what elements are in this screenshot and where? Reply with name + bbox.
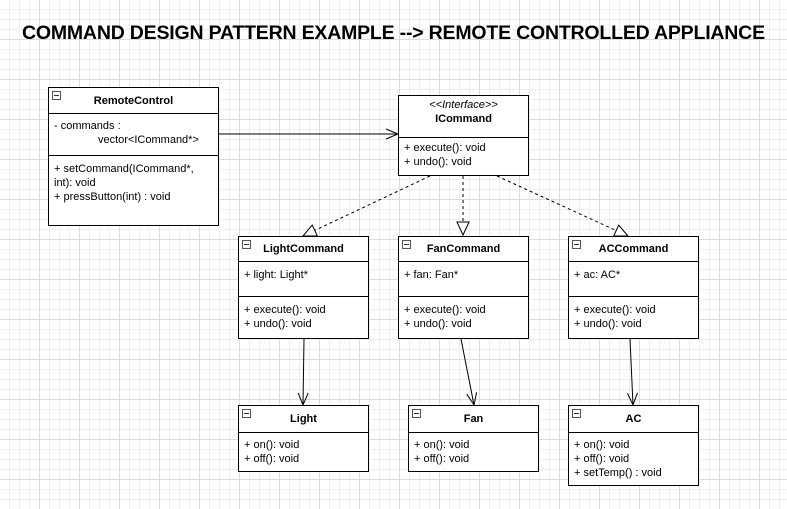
attributes-section: + light: Light* (239, 262, 368, 296)
class-icommand[interactable]: <<Interface>> ICommand + execute(): void… (398, 95, 529, 176)
association-light (303, 338, 304, 405)
class-header: ACCommand (569, 237, 698, 262)
methods-section: + execute(): void + undo(): void (239, 296, 368, 334)
class-remotecontrol[interactable]: RemoteControl - commands : vector<IComma… (48, 87, 219, 226)
method: + setTemp() : void (574, 467, 662, 479)
stereotype-label: <<Interface>> (429, 99, 498, 111)
association-fan (460, 338, 474, 405)
class-header: RemoteControl (49, 88, 218, 114)
methods-section: + execute(): void + undo(): void (399, 296, 528, 334)
method: + off(): void (244, 453, 300, 465)
collapse-icon[interactable] (242, 409, 251, 418)
method: + execute(): void (574, 304, 656, 316)
attribute: + ac: AC* (574, 269, 621, 281)
attributes-section: + ac: AC* (569, 262, 698, 296)
class-accommand[interactable]: ACCommand + ac: AC* + execute(): void + … (568, 236, 699, 339)
class-name: ICommand (435, 113, 492, 125)
method: + off(): void (414, 453, 470, 465)
method: + off(): void (574, 453, 630, 465)
method: + undo(): void (244, 318, 312, 330)
class-name: RemoteControl (93, 95, 174, 107)
class-header: AC (569, 406, 698, 433)
attribute: + fan: Fan* (404, 269, 459, 281)
class-header: Fan (409, 406, 538, 433)
class-ac[interactable]: AC + on(): void + off(): void + setTemp(… (568, 405, 699, 486)
collapse-icon[interactable] (572, 409, 581, 418)
method: + undo(): void (574, 318, 642, 330)
method: + setCommand(ICommand*, (54, 163, 194, 175)
methods-section: + execute(): void + undo(): void (399, 138, 528, 172)
attribute-type: vector<ICommand*> (98, 134, 199, 146)
class-name: LightCommand (263, 243, 344, 255)
method: + pressButton(int) : void (54, 191, 171, 203)
collapse-icon[interactable] (242, 240, 251, 249)
collapse-icon[interactable] (52, 91, 61, 100)
class-light[interactable]: Light + on(): void + off(): void (238, 405, 369, 472)
methods-section: + setCommand(ICommand*, int): void + pre… (49, 155, 218, 207)
class-name: ACCommand (598, 243, 669, 255)
class-header: Light (239, 406, 368, 433)
method: + execute(): void (404, 142, 486, 154)
class-name: Light (290, 413, 317, 425)
class-fan[interactable]: Fan + on(): void + off(): void (408, 405, 539, 472)
methods-section: + on(): void + off(): void (409, 433, 538, 469)
method: + on(): void (244, 439, 300, 451)
class-fancommand[interactable]: FanCommand + fan: Fan* + execute(): void… (398, 236, 529, 339)
method: + undo(): void (404, 318, 472, 330)
class-header: <<Interface>> ICommand (399, 96, 528, 138)
method: + undo(): void (404, 156, 472, 168)
attribute: + light: Light* (244, 269, 308, 281)
methods-section: + execute(): void + undo(): void (569, 296, 698, 334)
method: + execute(): void (244, 304, 326, 316)
class-name: AC (625, 413, 642, 425)
collapse-icon[interactable] (572, 240, 581, 249)
method: + on(): void (414, 439, 470, 451)
class-name: Fan (463, 413, 484, 425)
attributes-section: - commands : vector<ICommand*> (49, 114, 218, 155)
realization-accommand (496, 175, 630, 237)
method: + on(): void (574, 439, 630, 451)
class-lightcommand[interactable]: LightCommand + light: Light* + execute()… (238, 236, 369, 339)
methods-section: + on(): void + off(): void + setTemp() :… (569, 433, 698, 483)
attributes-section: + fan: Fan* (399, 262, 528, 296)
method: int): void (54, 177, 96, 189)
realization-lightcommand (301, 175, 431, 237)
class-name: FanCommand (426, 243, 501, 255)
method: + execute(): void (404, 304, 486, 316)
association-ac (630, 338, 633, 405)
class-header: FanCommand (399, 237, 528, 262)
collapse-icon[interactable] (402, 240, 411, 249)
methods-section: + on(): void + off(): void (239, 433, 368, 469)
collapse-icon[interactable] (412, 409, 421, 418)
attribute: - commands : (54, 120, 121, 132)
diagram-title: COMMAND DESIGN PATTERN EXAMPLE --> REMOT… (22, 22, 765, 44)
class-header: LightCommand (239, 237, 368, 262)
